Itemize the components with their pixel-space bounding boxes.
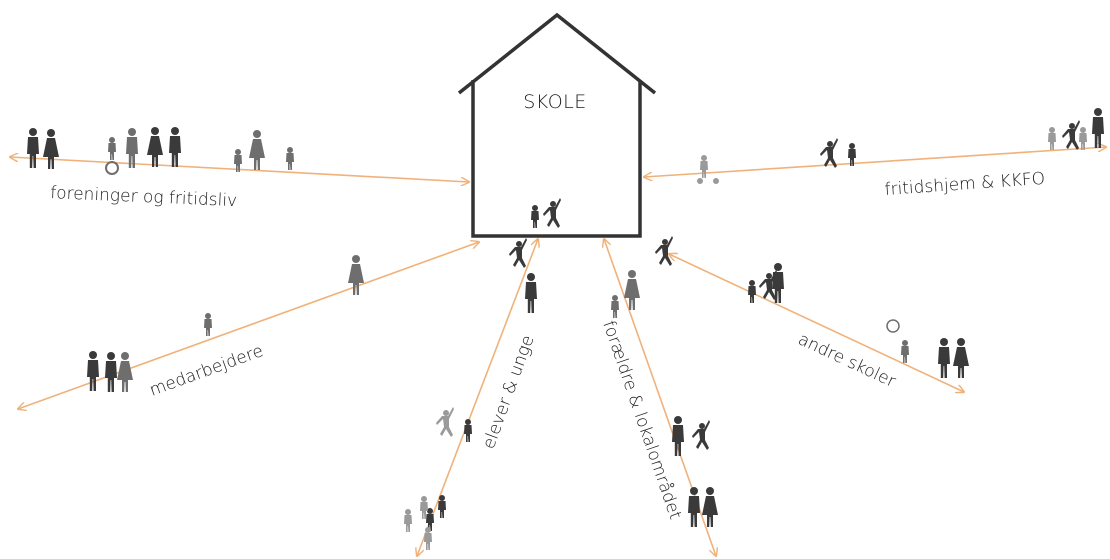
arrow-andre-skoler: [669, 254, 964, 392]
people-fritidshjem: [697, 108, 1104, 184]
arrow-fritidshjem: [644, 147, 1106, 177]
people-foreninger: [27, 127, 294, 175]
label-andre-skoler: andre skoler: [795, 329, 899, 392]
people-in-school: [531, 198, 561, 228]
school-house: SKOLE: [457, 12, 657, 238]
label-fritidshjem: fritidshjem & KKFO: [884, 169, 1046, 200]
label-foreninger: foreninger og fritidsliv: [50, 183, 238, 211]
label-elever: elever & unge: [479, 333, 539, 452]
relation-labels: foreninger og fritidsliv fritidshjem & K…: [50, 169, 1046, 522]
school-label: SKOLE: [523, 91, 587, 113]
house-outline: [457, 12, 657, 238]
label-medarbejdere: medarbejdere: [147, 341, 266, 401]
people-andre-skoler: [655, 236, 969, 378]
arrow-medarbejdere: [18, 242, 479, 409]
arrow-elever: [417, 239, 538, 556]
